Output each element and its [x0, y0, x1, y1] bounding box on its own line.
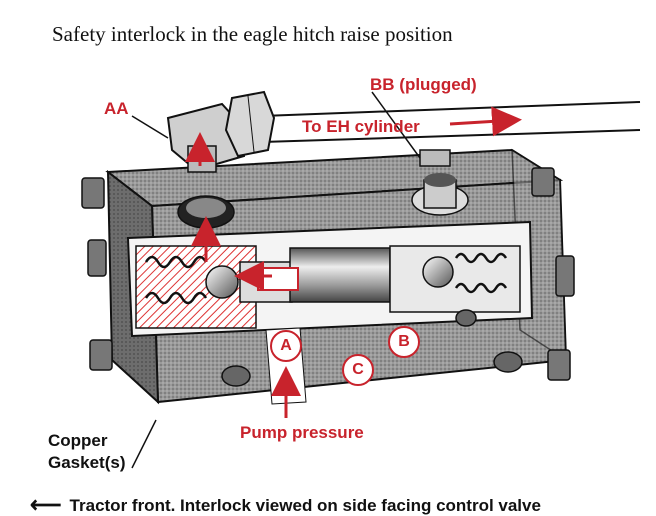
corner-bolts	[81, 167, 575, 381]
label-bb-plugged: BB (plugged)	[370, 75, 477, 94]
flow-arrows	[185, 106, 522, 418]
label-gaskets: Gasket(s)	[48, 453, 126, 472]
label-pump-pressure: Pump pressure	[240, 423, 364, 442]
diagram-title: Safety interlock in the eagle hitch rais…	[52, 22, 453, 46]
mounting-holes	[221, 309, 523, 387]
aa-fitting	[166, 90, 276, 173]
left-arrow-icon: ⟵	[30, 492, 62, 516]
label-copper: Copper	[48, 431, 108, 450]
port-b-marker: B	[388, 326, 420, 358]
leader-lines	[131, 91, 421, 469]
eh-cylinder-lines	[261, 101, 641, 143]
port-c-marker: C	[342, 354, 374, 386]
label-to-eh-cylinder: To EH cylinder	[302, 117, 420, 136]
cutaway-section	[126, 220, 534, 338]
footer-text: Tractor front. Interlock viewed on side …	[69, 495, 541, 515]
port-a-marker: A	[270, 330, 302, 362]
label-aa: AA	[104, 99, 129, 118]
footer-caption: ⟵ Tractor front. Interlock viewed on sid…	[30, 494, 541, 516]
